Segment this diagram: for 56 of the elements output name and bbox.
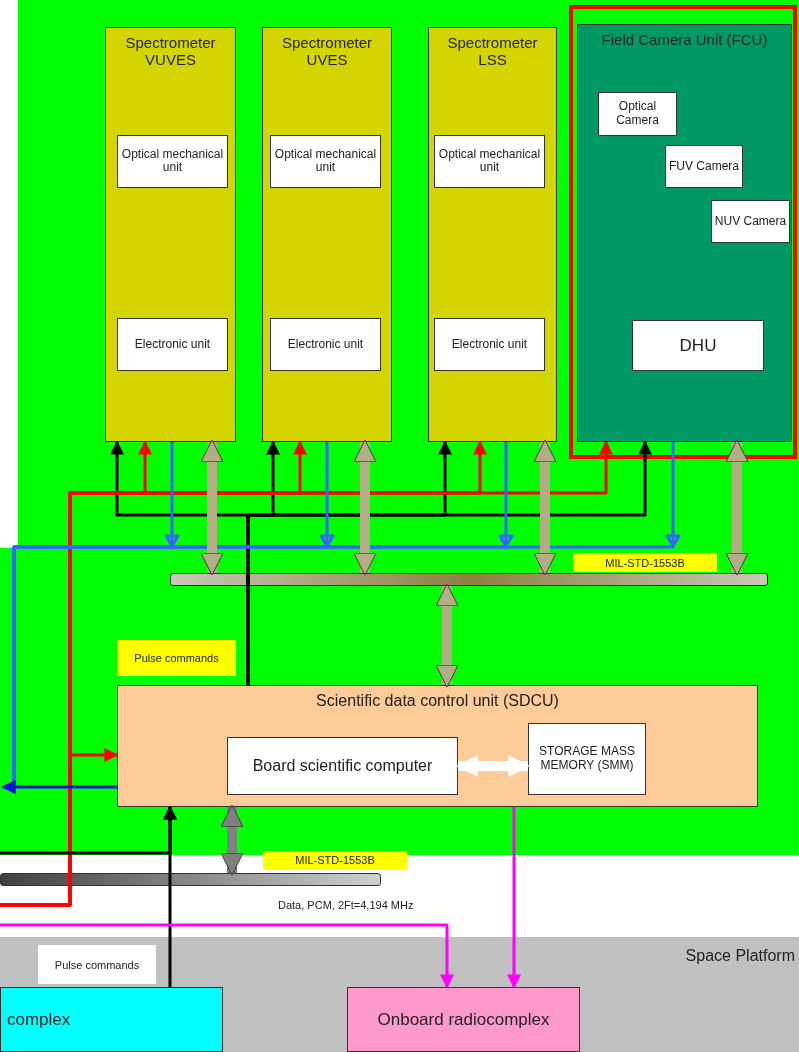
bus-tag: [573, 553, 717, 572]
camera-box: [665, 145, 743, 188]
box-label: Board scientific computer: [251, 756, 434, 776]
box-label: Electronic unit: [133, 337, 212, 352]
box-label: Electronic unit: [286, 337, 365, 352]
memory-box: [528, 723, 646, 795]
bus-tag: [263, 851, 407, 869]
signal-tag: [38, 945, 156, 984]
box-label: MIL-STD-1553B: [604, 556, 686, 569]
arrow: [1, 780, 117, 794]
signal-label: Data, PCM, 2Ft=4,194 MHz: [278, 899, 414, 911]
unit-title: Spectrometer LSS: [446, 34, 539, 69]
box-label: complex: [7, 1009, 71, 1030]
arrow: [0, 748, 119, 907]
box-label: Electronic unit: [450, 337, 529, 352]
box-label: Pulse commands: [53, 958, 141, 971]
unit-box: [270, 135, 381, 188]
box-label: Onboard radiocomplex: [376, 1009, 551, 1030]
spectrometer-panel: [428, 27, 557, 442]
data-bus-bar: [0, 873, 381, 886]
box-label: Optical Camera: [615, 100, 660, 128]
unit-box: [117, 135, 228, 188]
box-label: FUV Camera: [668, 159, 740, 174]
spectrometer-panel: [262, 27, 392, 442]
box-label: STORAGE MASS MEMORY (SMM): [538, 745, 636, 773]
camera-box: [598, 92, 677, 136]
box-label: DHU: [678, 335, 718, 356]
spectrometer-panel: [105, 27, 236, 442]
arrow: [0, 805, 177, 855]
region-label: Space Platform: [685, 947, 795, 966]
unit-box: [117, 318, 228, 371]
arrow: [507, 807, 521, 989]
control-unit-panel: [117, 685, 758, 807]
platform-band: [0, 937, 799, 1052]
radiocomplex-box: [347, 987, 580, 1052]
camera-box: [711, 200, 790, 243]
box-label: Optical mechanical unit: [120, 147, 225, 176]
arrow: [0, 923, 454, 989]
arrow: [246, 440, 652, 685]
unit-box: [270, 318, 381, 371]
unit-title: Field Camera Unit (FCU): [600, 31, 769, 49]
box-label: Optical mechanical unit: [273, 147, 378, 176]
complex-box: [0, 987, 223, 1052]
box-label: MIL-STD-1553B: [294, 853, 376, 867]
signal-tag: [117, 640, 236, 676]
unit-title: Spectrometer VUVES: [124, 34, 217, 69]
computer-box: [227, 737, 458, 795]
unit-title: Spectrometer UVES: [280, 34, 373, 69]
unit-box: [434, 135, 545, 188]
data-bus-bar: [170, 573, 768, 586]
dhu-box: [632, 320, 764, 371]
box-label: Optical mechanical unit: [437, 147, 542, 176]
box-label: NUV Camera: [714, 214, 787, 229]
box-label: Pulse commands: [133, 651, 220, 665]
unit-title: Scientific data control unit (SDCU): [315, 692, 560, 711]
unit-box: [434, 318, 545, 371]
